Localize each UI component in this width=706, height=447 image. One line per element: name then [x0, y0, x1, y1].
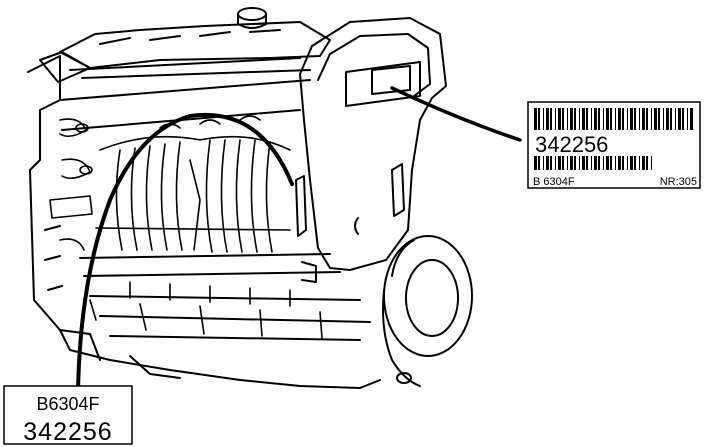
- barcode-bar: [603, 108, 604, 130]
- stamp-serial-number: 342256: [23, 418, 112, 446]
- barcode-bar: [618, 156, 621, 170]
- engine-id-label: 342256 B 6304F NR:305: [527, 101, 701, 189]
- barcode-bar: [603, 156, 604, 170]
- barcode-bar: [627, 156, 628, 170]
- barcode-bar: [579, 156, 580, 170]
- barcode-bar: [543, 108, 544, 130]
- intake-details: [49, 115, 261, 251]
- barcode-bar: [586, 156, 588, 170]
- barcode-bar: [574, 108, 576, 130]
- barcode-bar: [610, 156, 612, 170]
- label-number: NR:305: [660, 176, 697, 188]
- barcode-bar: [639, 108, 640, 130]
- barcode-bar: [555, 108, 556, 130]
- barcode-bar: [594, 108, 597, 130]
- barcode-bar: [546, 156, 549, 170]
- barcode-bar: [634, 108, 636, 130]
- barcode-bar: [610, 108, 612, 130]
- barcode-bar: [630, 108, 633, 130]
- barcode-bar: [642, 108, 645, 130]
- barcode-bar: [598, 156, 600, 170]
- barcode-bar: [550, 156, 552, 170]
- timing-belt-cover: [295, 17, 447, 283]
- barcode-bar: [634, 156, 636, 170]
- barcode-bar: [550, 108, 552, 130]
- barcode-bar: [687, 108, 688, 130]
- barcode-bar: [567, 156, 568, 170]
- barcode-bar: [538, 108, 540, 130]
- barcode-bar: [651, 108, 652, 130]
- barcode-bar: [642, 156, 645, 170]
- barcode-bar: [651, 156, 652, 170]
- barcode-bar: [558, 108, 561, 130]
- barcode-bar: [663, 108, 664, 130]
- block-ribs: [89, 135, 323, 339]
- barcode-bar: [630, 156, 633, 170]
- barcode-bar: [690, 108, 693, 130]
- barcode-bar: [618, 108, 621, 130]
- valve-cover: [39, 21, 331, 83]
- barcode-bar: [538, 156, 540, 170]
- barcode-bar: [594, 156, 597, 170]
- barcode-bar: [558, 156, 561, 170]
- stamp-engine-code: B6304F: [36, 394, 99, 414]
- barcode-bar: [582, 156, 585, 170]
- label-pointer-line: [390, 86, 522, 142]
- barcode-bar: [567, 108, 568, 130]
- barcode-bar: [570, 108, 573, 130]
- barcode-bar: [591, 156, 592, 170]
- barcode-bar: [562, 156, 564, 170]
- barcode-bar: [543, 156, 544, 170]
- stamp-pointer-line: [76, 112, 294, 394]
- barcode-bar: [574, 156, 576, 170]
- barcode-bar: [586, 108, 588, 130]
- barcode-bar: [534, 108, 537, 130]
- barcode-bar: [646, 108, 648, 130]
- barcode-top: [534, 108, 693, 130]
- crankshaft-pulley: [382, 235, 473, 387]
- barcode-bar: [606, 156, 609, 170]
- barcode-bar: [646, 156, 648, 170]
- label-serial-number: 342256: [535, 132, 608, 157]
- barcode-bar: [670, 108, 672, 130]
- barcode-bar: [678, 108, 681, 130]
- barcode-bar: [534, 156, 537, 170]
- barcode-bar: [622, 108, 624, 130]
- barcode-bar: [675, 108, 676, 130]
- barcode-bar: [639, 156, 640, 170]
- barcode-bar: [654, 108, 657, 130]
- label-engine-code: B 6304F: [533, 176, 575, 188]
- barcode-bar: [591, 108, 592, 130]
- barcode-bar: [598, 108, 600, 130]
- barcode-bar: [615, 156, 616, 170]
- barcode-bar: [627, 108, 628, 130]
- block-stamp: B6304F 342256: [3, 385, 133, 446]
- barcode-bar: [582, 108, 585, 130]
- barcode-bar: [562, 108, 564, 130]
- barcode-bar: [658, 108, 660, 130]
- barcode-bar: [546, 108, 549, 130]
- barcode-bar: [682, 108, 684, 130]
- barcode-bar: [570, 156, 573, 170]
- barcode-bar: [666, 108, 669, 130]
- barcode-bar: [606, 108, 609, 130]
- barcode-bar: [579, 108, 580, 130]
- barcode-bar: [555, 156, 556, 170]
- barcode-bar: [622, 156, 624, 170]
- barcode-bottom: [534, 156, 652, 170]
- barcode-bar: [615, 108, 616, 130]
- engine-block: [27, 55, 381, 389]
